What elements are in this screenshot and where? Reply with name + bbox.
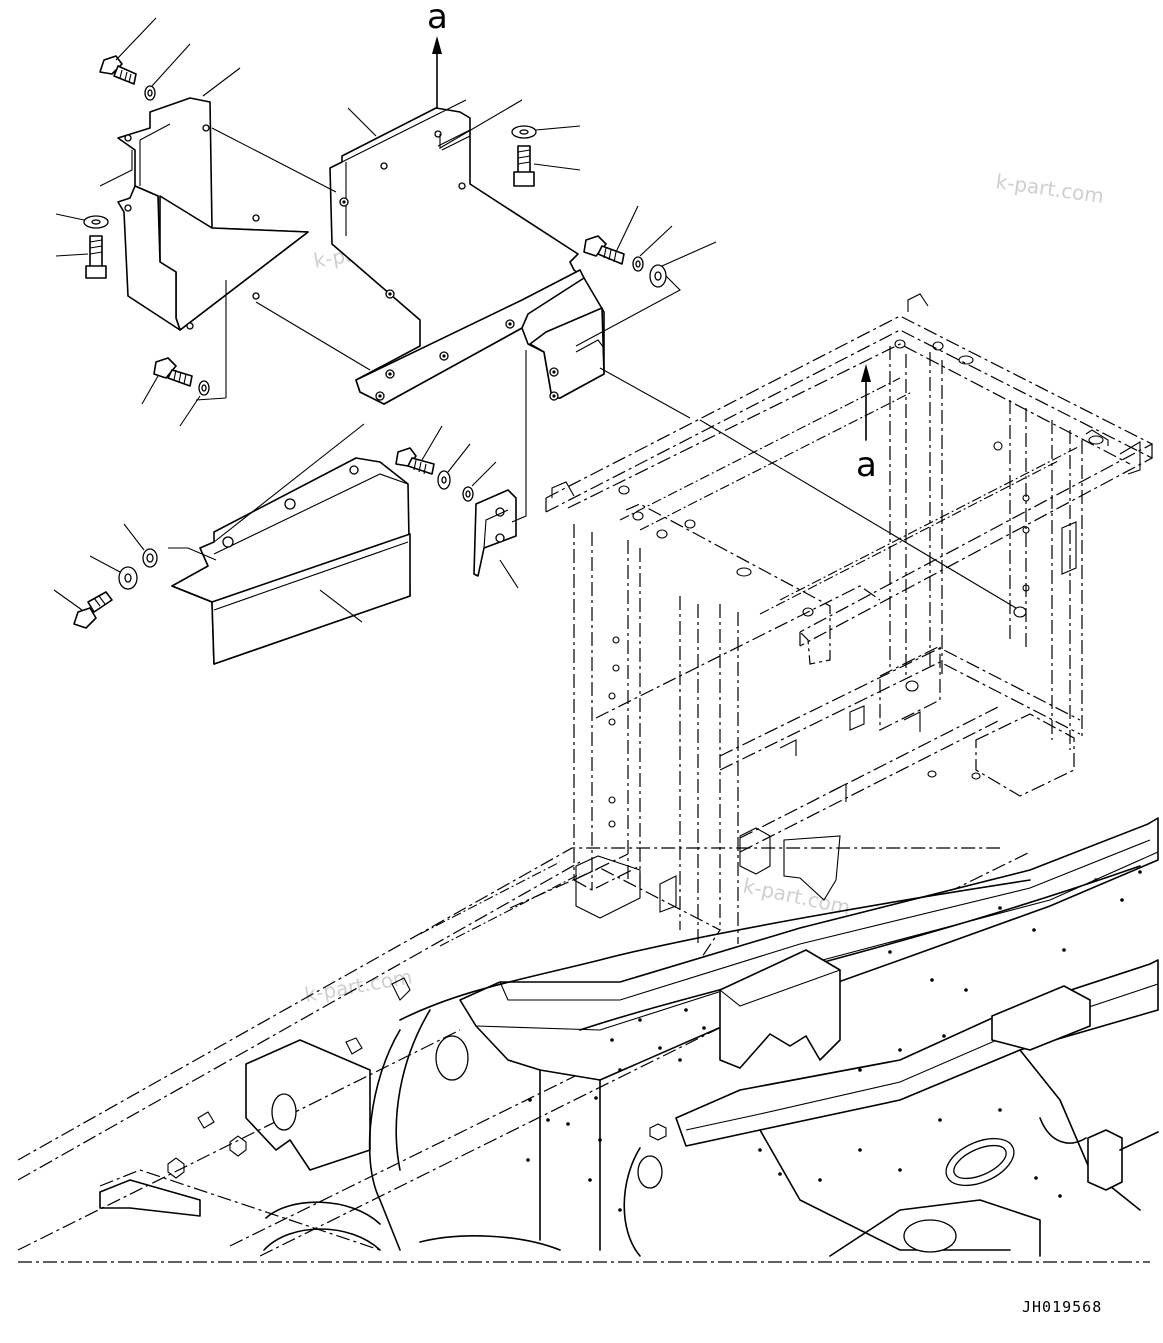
washer-8	[89, 555, 138, 590]
reference-label-top: a	[427, 0, 448, 37]
drawing-code: JH019568	[1022, 1298, 1102, 1316]
washer-4	[511, 125, 581, 139]
left-bracket	[99, 97, 309, 401]
washer-7	[123, 523, 158, 568]
machine-frame	[17, 293, 1154, 1263]
bolt-3	[141, 357, 193, 405]
bolt-4	[513, 145, 581, 187]
washer-10	[462, 461, 497, 502]
chassis-main-beam	[99, 817, 1159, 1257]
bolt-7	[395, 425, 443, 475]
washer-1	[144, 43, 191, 101]
leader-vertical-center	[511, 350, 527, 523]
reference-arrow-frame: a	[856, 364, 877, 485]
small-bracket-plate	[473, 489, 517, 577]
washer-6	[649, 241, 717, 288]
leader-left-to-cover	[255, 301, 371, 371]
bolt-5	[583, 205, 639, 265]
watermark-4: k-part.com	[303, 964, 414, 1007]
washer-5	[632, 225, 673, 272]
leader-center-top	[439, 99, 523, 149]
leader-right-flap	[575, 275, 681, 347]
washer-2	[55, 213, 109, 229]
reference-label-frame: a	[856, 445, 877, 485]
leader-frame-diagonal	[699, 419, 1017, 609]
washer-3	[179, 380, 210, 427]
bolt-6	[53, 589, 113, 629]
reference-arrow-top: a	[427, 0, 448, 113]
leader-center-cover	[347, 107, 377, 137]
leader-cover-to-frame	[599, 367, 691, 419]
center-cover	[329, 99, 605, 405]
bolt-1	[99, 17, 157, 85]
washer-9	[437, 443, 471, 490]
front-cover-plate	[168, 457, 411, 665]
leader-front-diagonal	[213, 423, 365, 543]
leader-small-bracket	[499, 559, 519, 589]
leader-left-bracket	[202, 67, 241, 97]
bolt-2	[55, 235, 107, 279]
watermark-1: k-part.com	[994, 169, 1105, 208]
leader-left-top	[211, 127, 337, 193]
leader-front-cover	[319, 589, 363, 623]
